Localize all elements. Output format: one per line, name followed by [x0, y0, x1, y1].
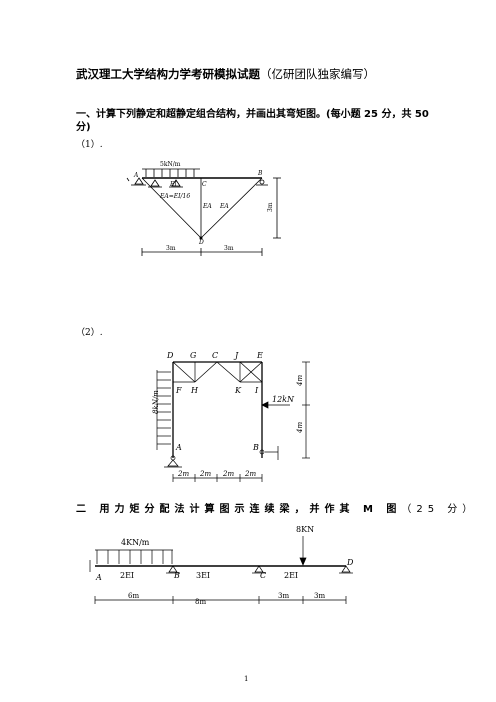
fig1-node-a: A — [133, 172, 139, 179]
fig3-node-b: B — [173, 571, 180, 580]
fig1-ei-label: EI — [169, 181, 177, 188]
fig2-side-load: 8kN/m — [152, 390, 160, 414]
page-number: 1 — [244, 675, 249, 683]
title-main: 武汉理工大学结构力学考研模拟试题 — [76, 67, 260, 81]
part-1-label: （1）. — [76, 140, 103, 150]
fig1-node-c: C — [202, 181, 207, 188]
fig2-dim-x3: 2m — [222, 470, 234, 478]
fig3-node-c: C — [260, 571, 266, 580]
fig2-node-b: B — [252, 443, 259, 452]
part-2-label: （2）. — [76, 328, 103, 338]
fig2-dim-top: 4m — [296, 375, 304, 387]
title-sub: （亿研团队独家编写） — [260, 67, 375, 81]
fig2-node-e: E — [256, 351, 263, 360]
fig1-dim-height: 3m — [267, 202, 274, 212]
fig1-load-label: 5kN/m — [160, 161, 181, 168]
fig2-node-k: K — [234, 386, 242, 395]
fig2-node-f: F — [175, 386, 182, 395]
fig2-node-i: I — [254, 386, 259, 395]
fig3-ei-bc: 3EI — [196, 571, 210, 580]
fig3-node-d: D — [346, 558, 354, 567]
fig3-udl-label: 4KN/m — [121, 538, 150, 547]
fig1-dim-right: 3m — [224, 245, 234, 252]
fig1-ea-left: EA — [202, 203, 212, 210]
question-1-heading: 一、计算下列静定和超静定组合结构，并画出其弯矩图。(每小题 25 分，共 50 … — [76, 109, 429, 133]
fig3-dim-3: 3m — [278, 592, 289, 600]
fig3-dim-1: 6m — [128, 592, 139, 600]
page-title: 武汉理工大学结构力学考研模拟试题（亿研团队独家编写） — [76, 66, 436, 82]
fig2-node-d: D — [166, 351, 174, 360]
fig1-ea-right: EA — [219, 203, 229, 210]
fig2-node-a: A — [175, 443, 182, 452]
fig2-dim-x2: 2m — [199, 470, 211, 478]
fig1-dim-left: 3m — [166, 245, 176, 252]
question-2-heading: 二 用力矩分配法计算图示连续梁，并作其 M 图（25 分） — [76, 500, 472, 515]
fig3-node-a: A — [95, 573, 102, 582]
fig2-dim-bottom: 4m — [296, 422, 304, 434]
fig2-node-c: C — [212, 351, 218, 360]
fig1-node-d: D — [198, 239, 204, 246]
fig3-point-load: 8KN — [296, 525, 314, 534]
fig2-node-g: G — [190, 351, 197, 360]
fig2-node-j: J — [233, 351, 239, 360]
q2-points: （25 分） — [401, 504, 478, 515]
fig2-node-h: H — [190, 386, 199, 395]
fig2-dim-x1: 2m — [177, 470, 189, 478]
fig3-dim-4: 3m — [314, 592, 325, 600]
fig2-dim-x4: 2m — [244, 470, 256, 478]
q2-text: 二 用力矩分配法计算图示连续梁，并作其 M 图 — [76, 504, 402, 515]
fig1-node-b: B — [257, 170, 263, 177]
fig3-dim-2: 8m — [195, 598, 206, 606]
fig3-ei-ab: 2EI — [120, 571, 134, 580]
fig3-ei-cd: 2EI — [284, 571, 298, 580]
fig2-point-load: 12kN — [272, 395, 295, 404]
fig1-ea-ratio: EA=EI/16 — [159, 193, 190, 200]
